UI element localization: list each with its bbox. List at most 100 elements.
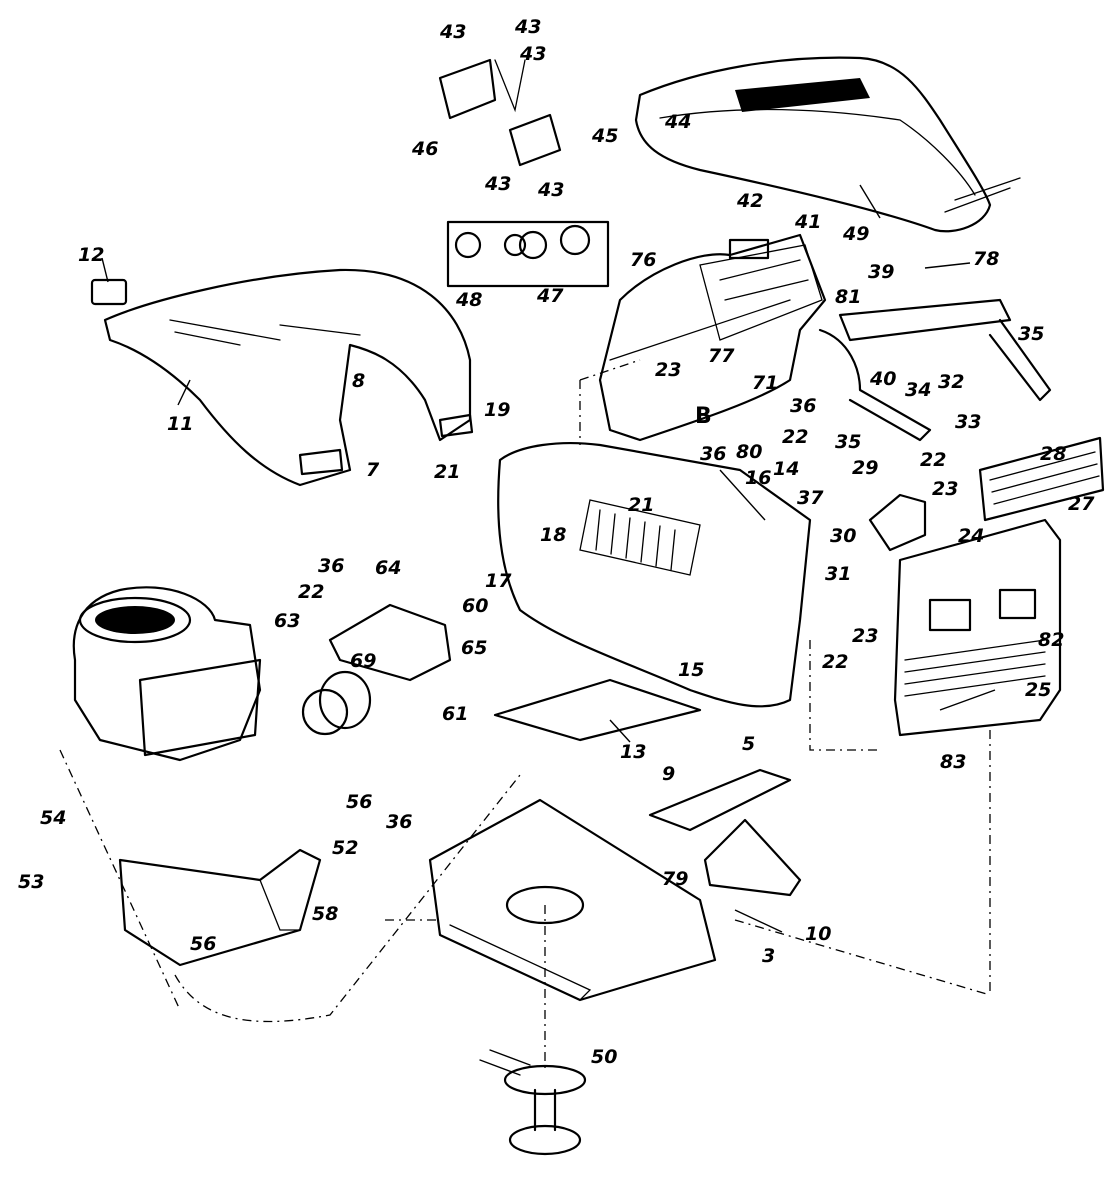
screen-part: [978, 436, 1105, 522]
label-17: 17: [485, 570, 512, 592]
label-43-a: 43: [439, 21, 466, 43]
label-56-b: 56: [190, 933, 216, 955]
label-22-c: 22: [822, 651, 848, 673]
label-19: 19: [484, 399, 510, 421]
headlight-part: [868, 493, 927, 552]
grille-part: [893, 518, 1062, 737]
seal-part: [728, 238, 770, 260]
label-80: 80: [736, 441, 762, 463]
label-35-a: 35: [1018, 323, 1044, 345]
label-56-a: 56: [346, 791, 372, 813]
label-78: 78: [973, 248, 999, 270]
label-77: 77: [708, 345, 735, 367]
floor-plate-part: [493, 678, 702, 742]
label-22-a: 22: [782, 426, 808, 448]
label-61: 61: [442, 703, 468, 725]
alignment-lines: [59, 359, 991, 1070]
dash-panel-part: [598, 233, 827, 442]
label-25: 25: [1025, 679, 1051, 701]
starter-part: [301, 603, 452, 736]
label-82: 82: [1038, 629, 1064, 651]
label-36-a: 36: [790, 395, 816, 417]
label-29: 29: [852, 457, 878, 479]
label-14: 14: [773, 458, 799, 480]
part-labels: 43 43 43 43 43 46 45 44 42 41 49 39 35 3…: [18, 16, 1095, 1068]
label-31: 31: [825, 563, 851, 585]
label-27: 27: [1068, 493, 1095, 515]
label-30: 30: [830, 525, 856, 547]
label-58: 58: [312, 903, 338, 925]
label-36-b: 36: [700, 443, 726, 465]
label-43-d: 43: [484, 173, 511, 195]
label-43-b: 43: [514, 16, 541, 38]
label-63: 63: [274, 610, 300, 632]
label-41: 41: [794, 211, 821, 233]
label-34: 34: [905, 379, 931, 401]
label-40: 40: [869, 368, 896, 390]
label-64: 64: [375, 557, 401, 579]
pulley-part: [479, 1049, 587, 1156]
pad-part: [90, 278, 128, 306]
label-B: B: [695, 404, 712, 429]
label-43-e: 43: [537, 179, 564, 201]
label-47: 47: [536, 285, 564, 307]
label-23-a: 23: [655, 359, 681, 381]
label-46: 46: [411, 138, 438, 160]
shroud-part: [118, 848, 322, 967]
label-10: 10: [805, 923, 831, 945]
label-69: 69: [350, 650, 376, 672]
label-35-b: 35: [835, 431, 861, 453]
label-44: 44: [664, 111, 691, 133]
label-5: 5: [742, 733, 755, 755]
control-parts: [438, 58, 562, 167]
label-15: 15: [678, 659, 704, 681]
label-8: 8: [352, 370, 365, 392]
label-52: 52: [332, 837, 358, 859]
label-43-c: 43: [519, 43, 546, 65]
label-21-b: 21: [628, 494, 654, 516]
label-3: 3: [762, 945, 775, 967]
label-16: 16: [745, 467, 771, 489]
label-32: 32: [938, 371, 964, 393]
bracket-parts: [818, 298, 1052, 442]
label-81: 81: [835, 286, 861, 308]
label-18: 18: [540, 524, 566, 546]
label-13: 13: [620, 741, 646, 763]
label-23-c: 23: [852, 625, 878, 647]
label-22-d: 22: [298, 581, 324, 603]
label-49: 49: [842, 223, 869, 245]
fender-part: [103, 268, 474, 487]
label-36-c: 36: [318, 555, 344, 577]
label-83: 83: [940, 751, 966, 773]
label-21-a: 21: [434, 461, 460, 483]
label-12: 12: [78, 244, 104, 266]
label-24: 24: [958, 525, 984, 547]
label-48: 48: [455, 289, 482, 311]
label-39: 39: [868, 261, 894, 283]
label-7: 7: [366, 459, 380, 481]
label-60: 60: [462, 595, 488, 617]
label-37: 37: [797, 487, 824, 509]
hood-part: [634, 56, 1021, 233]
label-23-b: 23: [932, 478, 958, 500]
label-71: 71: [752, 372, 778, 394]
belt-guard-part: [648, 768, 802, 897]
label-22-b: 22: [920, 449, 946, 471]
label-65: 65: [461, 637, 487, 659]
label-50: 50: [591, 1046, 617, 1068]
label-28: 28: [1040, 443, 1066, 465]
label-76: 76: [630, 249, 656, 271]
label-42: 42: [736, 190, 763, 212]
frame-part: [428, 798, 717, 1002]
label-33: 33: [955, 411, 981, 433]
label-11: 11: [167, 413, 193, 435]
engine-part: [72, 586, 262, 762]
label-45: 45: [591, 125, 618, 147]
label-53: 53: [18, 871, 44, 893]
leader-lines: [101, 184, 996, 933]
label-36-d: 36: [386, 811, 412, 833]
label-79: 79: [662, 868, 688, 890]
key-switch-part: [446, 220, 610, 288]
